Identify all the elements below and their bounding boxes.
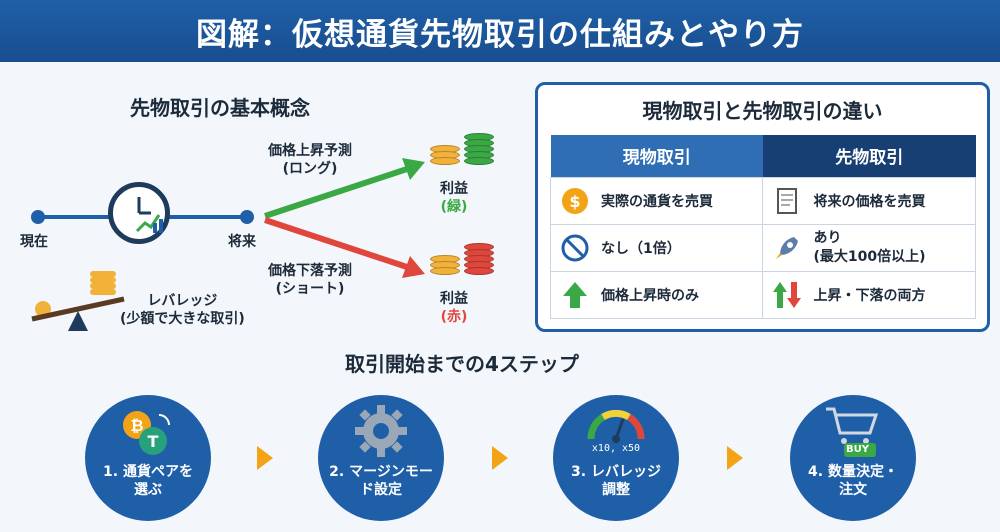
svg-text:$: $ [569,192,580,211]
svg-text:₿: ₿ [130,416,143,435]
shopping-cart-icon [826,407,879,457]
arrows-up-down-icon [771,279,803,311]
dollar-coin-icon: $ [559,185,591,217]
step-4: BUY 4. 数量決定・ 注文 [790,395,916,521]
crypto-pair-icon: ₿ T [123,411,170,455]
gauge-icon [587,409,645,443]
timeline-start-label: 現在 [20,234,48,250]
long-profit-label: 利益 (緑) [440,181,468,216]
step-arrow-icon [727,446,743,470]
svg-text:T: T [148,432,159,451]
timeline-end-dot [240,210,254,224]
short-label: 価格下落予測 (ショート) [268,263,352,298]
header-banner: 図解：仮想通貨先物取引の仕組みとやり方 [0,0,1000,62]
table-row: $ 実際の通貨を売買 将来の価格を売買 [549,176,976,225]
clock-icon [108,182,170,244]
step-arrow-icon [492,446,508,470]
header-spot: 現物取引 [550,135,763,177]
table-row: 価格上昇時のみ 上昇・下落の両方 [549,270,976,319]
arrow-up-icon [559,279,591,311]
prohibited-icon [559,232,591,264]
contract-document-icon [771,185,803,217]
rocket-icon [771,232,803,264]
table-row: なし（1倍） あり(最大100倍以上) [549,223,976,272]
timeline-start-dot [31,210,45,224]
gear-icon [355,405,407,457]
long-label: 価格上昇予測 (ロング) [268,143,352,178]
leverage-seesaw-icon [31,271,125,331]
step-2: 2. マージンモー ド設定 [318,395,444,521]
comparison-panel: 現物取引と先物取引の違い 現物取引 先物取引 $ 実際の通貨を売買 将来の価格を… [535,82,990,332]
step-3: x10, x50 3. レバレッジ 調整 [553,395,679,521]
red-coins-icon [430,243,494,275]
page-title: 図解：仮想通貨先物取引の仕組みとやり方 [196,16,804,53]
timeline-end-label: 将来 [228,234,256,250]
short-profit-label: 利益 (赤) [440,291,468,326]
header-futures: 先物取引 [762,135,976,177]
buy-button-icon: BUY [846,444,869,455]
leverage-label: レバレッジ (少額で大きな取引) [120,293,245,328]
step-arrow-icon [257,446,273,470]
green-coins-icon [430,133,494,165]
trend-arrows [264,158,425,278]
comparison-title: 現物取引と先物取引の違い [642,99,883,123]
concept-title: 先物取引の基本概念 [130,96,310,120]
steps-title: 取引開始までの4ステップ [345,352,579,376]
step-1: ₿ T 1. 通貨ペアを 選ぶ [85,395,211,521]
comparison-table: 現物取引 先物取引 $ 実際の通貨を売買 将来の価格を売買 なし（1倍） あり(… [549,135,976,319]
gauge-text: x10, x50 [591,443,641,454]
